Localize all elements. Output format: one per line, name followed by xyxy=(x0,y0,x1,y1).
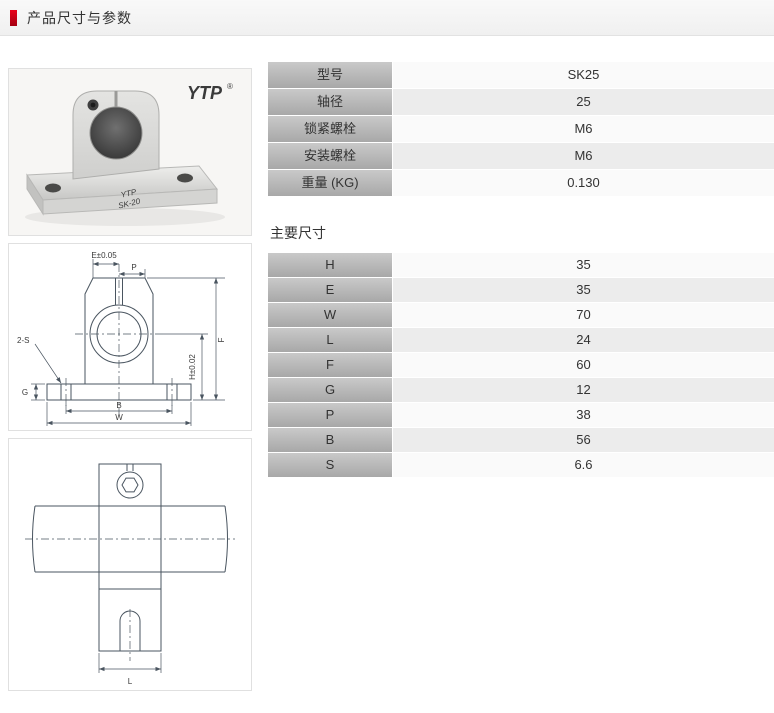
side-view-labels: L xyxy=(128,677,133,686)
table-row: G 12 xyxy=(268,378,774,403)
dim-label: E xyxy=(268,278,393,303)
table-row: F 60 xyxy=(268,353,774,378)
table-row: B 56 xyxy=(268,428,774,453)
product-photo-svg: YTP SK-20 YTP ® xyxy=(9,69,251,235)
image-column: YTP SK-20 YTP ® xyxy=(8,68,252,698)
front-view-part-lines xyxy=(46,264,192,416)
spec-value: SK25 xyxy=(393,62,774,89)
side-view-svg: L xyxy=(25,463,235,686)
shadow xyxy=(25,208,225,226)
table-row: E 35 xyxy=(268,278,774,303)
dim-label-w: W xyxy=(115,413,123,422)
section-marker-icon xyxy=(10,9,17,26)
table-row: 型号 SK25 xyxy=(268,62,774,89)
table-row: 锁紧螺栓 M6 xyxy=(268,116,774,143)
spec-label: 型号 xyxy=(268,62,393,89)
dim-value: 12 xyxy=(393,378,774,403)
dim-label-g: G xyxy=(22,388,28,397)
registered-mark: ® xyxy=(227,82,233,91)
dim-label-l: L xyxy=(128,677,133,686)
spec-value: M6 xyxy=(393,143,774,170)
dim-label: S xyxy=(268,453,393,478)
spec-value: 25 xyxy=(393,89,774,116)
side-view-drawing: L xyxy=(8,438,252,691)
section-header: 产品尺寸与参数 xyxy=(0,0,774,36)
spec-value: 0.130 xyxy=(393,170,774,197)
dim-label-b: B xyxy=(116,401,121,410)
dim-label-h: H±0.02 xyxy=(188,354,197,380)
front-view-drawing: E±0.05 P 2-S G B W F H±0.02 xyxy=(8,243,252,431)
dim-label: G xyxy=(268,378,393,403)
side-view-dimensions xyxy=(98,653,162,673)
spec-table: 型号 SK25 轴径 25 锁紧螺栓 M6 安装螺栓 M6 重量 (KG) 0.… xyxy=(268,62,774,197)
dim-label: P xyxy=(268,403,393,428)
table-row: 轴径 25 xyxy=(268,89,774,116)
dim-label-s: 2-S xyxy=(17,336,29,345)
spec-label: 重量 (KG) xyxy=(268,170,393,197)
table-row: 重量 (KG) 0.130 xyxy=(268,170,774,197)
spec-column: 型号 SK25 轴径 25 锁紧螺栓 M6 安装螺栓 M6 重量 (KG) 0.… xyxy=(268,62,774,478)
spec-value: M6 xyxy=(393,116,774,143)
engraving-line1: YTP xyxy=(120,187,138,199)
table-row: W 70 xyxy=(268,303,774,328)
dim-label: W xyxy=(268,303,393,328)
table-row: L 24 xyxy=(268,328,774,353)
dim-value: 6.6 xyxy=(393,453,774,478)
shaft-support-product: YTP SK-20 xyxy=(26,90,218,216)
spec-label: 安装螺栓 xyxy=(268,143,393,170)
dim-value: 60 xyxy=(393,353,774,378)
dim-label: H xyxy=(268,253,393,278)
product-photo: YTP SK-20 YTP ® xyxy=(8,68,252,236)
spec-label: 轴径 xyxy=(268,89,393,116)
table-row: S 6.6 xyxy=(268,453,774,478)
dim-label-e: E±0.05 xyxy=(91,251,117,260)
front-view-labels: E±0.05 P 2-S G B W F H±0.02 xyxy=(17,251,226,422)
brand-logo: YTP xyxy=(187,83,223,103)
table-row: H 35 xyxy=(268,253,774,278)
dim-value: 56 xyxy=(393,428,774,453)
side-view-part-lines xyxy=(25,463,235,661)
page-title: 产品尺寸与参数 xyxy=(27,9,132,26)
dim-value: 24 xyxy=(393,328,774,353)
table-row: 安装螺栓 M6 xyxy=(268,143,774,170)
dim-value: 35 xyxy=(393,253,774,278)
dim-label: L xyxy=(268,328,393,353)
dim-value: 35 xyxy=(393,278,774,303)
dimensions-heading: 主要尺寸 xyxy=(270,225,326,241)
dim-label-p: P xyxy=(131,263,136,272)
dim-value: 70 xyxy=(393,303,774,328)
dim-label: B xyxy=(268,428,393,453)
front-view-svg: E±0.05 P 2-S G B W F H±0.02 xyxy=(17,251,226,426)
table-row: P 38 xyxy=(268,403,774,428)
dim-label: F xyxy=(268,353,393,378)
dim-value: 38 xyxy=(393,403,774,428)
dim-label-f: F xyxy=(217,337,226,342)
dimensions-table: H 35 E 35 W 70 L 24 F 60 G 12 xyxy=(268,253,774,478)
spec-label: 锁紧螺栓 xyxy=(268,116,393,143)
front-view-dimensions xyxy=(31,259,225,426)
